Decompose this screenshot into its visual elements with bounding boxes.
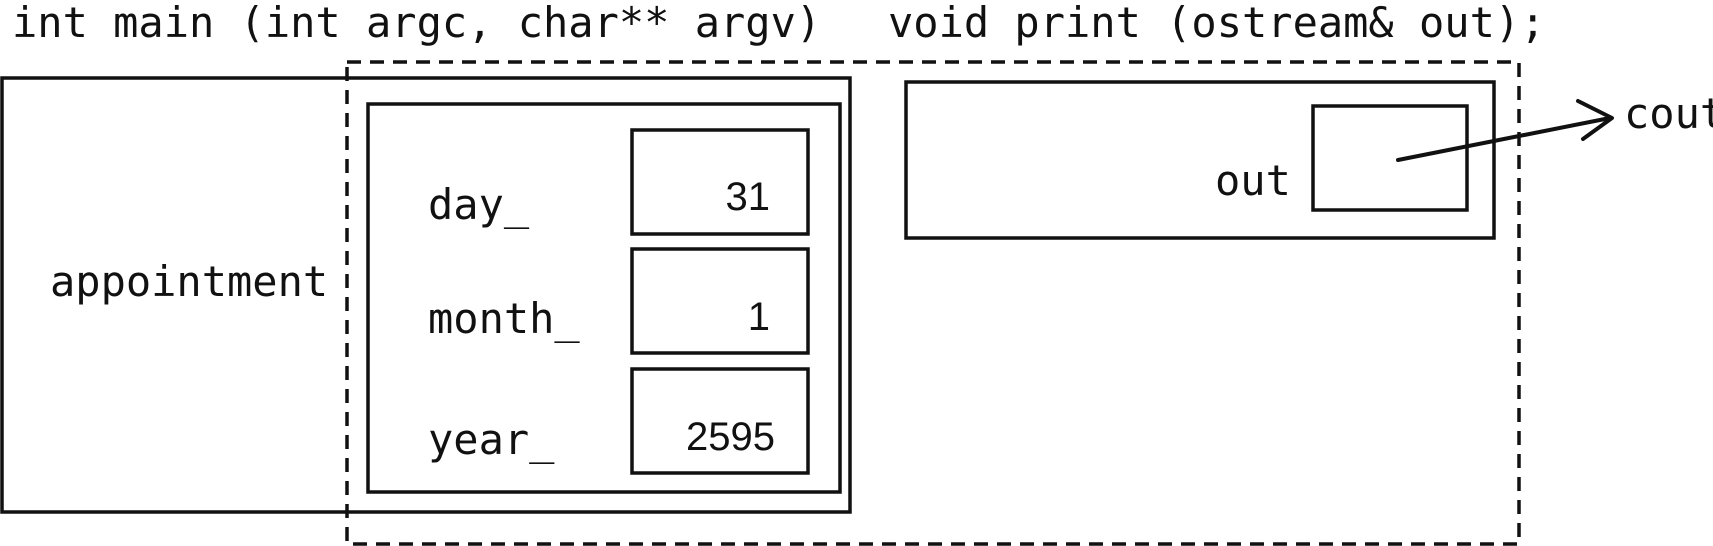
field-label-month: month_ xyxy=(428,294,580,343)
field-label-year: year_ xyxy=(428,415,555,464)
field-value-box-day xyxy=(630,128,810,236)
field-label-day: day_ xyxy=(428,180,530,229)
field-value-month: 1 xyxy=(748,295,770,339)
print-parameter-box xyxy=(904,80,1496,240)
out-reference-box xyxy=(1311,104,1469,212)
reference-arrow xyxy=(1396,99,1614,162)
print-function-signature: void print (ostream& out); xyxy=(888,0,1545,47)
field-value-box-month xyxy=(630,247,810,355)
out-parameter-label: out xyxy=(1215,156,1291,205)
field-value-box-year xyxy=(630,367,810,475)
appointment-variable-box xyxy=(0,76,852,514)
field-value-day: 31 xyxy=(726,175,771,219)
main-function-signature: int main (int argc, char** argv) xyxy=(12,0,821,47)
field-value-year: 2595 xyxy=(686,415,775,459)
cout-label: cout xyxy=(1624,89,1713,138)
date-object-box xyxy=(366,102,842,494)
print-scope-dashed-box xyxy=(345,60,1521,546)
appointment-label: appointment xyxy=(50,257,328,306)
